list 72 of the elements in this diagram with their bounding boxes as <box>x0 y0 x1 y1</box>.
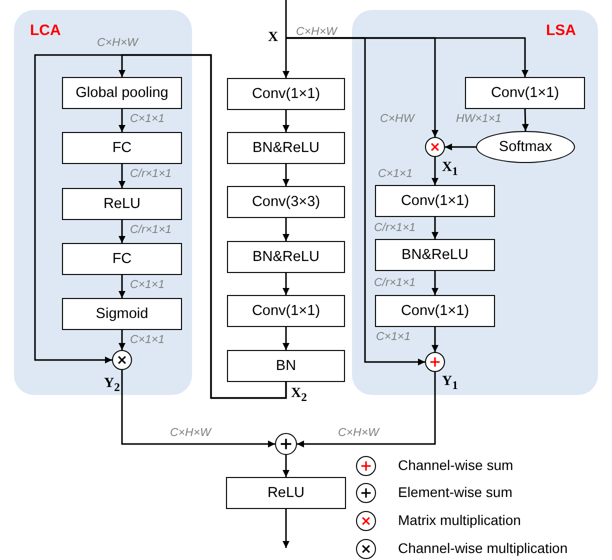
arrow <box>522 108 529 132</box>
layer-box: ReLU <box>62 188 182 220</box>
layer-box: Sigmoid <box>62 298 182 330</box>
tensor-shape-label: HW×1×1 <box>456 113 502 125</box>
arrow <box>282 509 290 548</box>
arrow <box>282 164 290 186</box>
layer-box: BN&ReLU <box>227 132 345 164</box>
output-symbol: Y$_{2}$ <box>104 376 120 394</box>
arrow <box>445 144 476 150</box>
tensor-shape-label: C×H×W <box>170 427 211 439</box>
arrow <box>282 273 290 295</box>
arrow <box>297 372 436 448</box>
layer-box: ReLU <box>226 477 346 509</box>
legend-text: Channel-wise multiplication <box>398 540 568 556</box>
cross-circle <box>425 137 445 157</box>
output-symbol: X$_{2}$ <box>291 386 307 404</box>
arrow <box>118 164 126 188</box>
output-symbol: Y$_{1}$ <box>442 374 458 392</box>
arrow <box>282 110 290 132</box>
legend-text: Element-wise sum <box>398 484 512 500</box>
layer-box: Conv(1×1) <box>227 78 345 110</box>
layer-box: BN&ReLU <box>375 239 495 271</box>
plus-circle <box>425 352 445 372</box>
arrow <box>432 217 438 239</box>
arrow <box>34 54 287 399</box>
arrow <box>286 37 425 366</box>
plus-circle <box>275 433 297 455</box>
layer-box: Global pooling <box>62 77 182 109</box>
cross-circle <box>112 350 132 370</box>
arrow <box>121 370 275 448</box>
arrow <box>118 220 126 243</box>
layer-box: FC <box>62 243 182 275</box>
arrow <box>118 275 126 298</box>
tensor-shape-label: C×HW <box>380 113 414 125</box>
arrow <box>118 330 126 350</box>
tensor-shape-label: C×1×1 <box>378 168 413 180</box>
tensor-shape-label: C×1×1 <box>376 331 411 343</box>
layer-box: Conv(1×1) <box>375 185 495 217</box>
tensor-shape-label: C×1×1 <box>130 334 165 346</box>
tensor-shape-label: C/r×1×1 <box>130 168 172 180</box>
arrow <box>282 218 290 241</box>
arrow <box>432 327 438 352</box>
arrow <box>118 109 126 132</box>
module-title: LSA <box>546 22 576 39</box>
legend-text: Channel-wise sum <box>398 457 514 473</box>
layer-box: Conv(3×3) <box>227 186 345 218</box>
arrow <box>282 0 290 78</box>
arrow <box>282 455 290 477</box>
module-panel <box>14 10 192 395</box>
legend-text: Matrix multiplication <box>398 512 521 528</box>
layer-box: Conv(1×1) <box>227 295 345 327</box>
tensor-shape-label: C×1×1 <box>130 279 165 291</box>
module-title: LCA <box>30 22 61 39</box>
layer-box: BN <box>227 350 345 382</box>
arrow <box>282 327 290 350</box>
arrow <box>432 271 438 295</box>
output-symbol: X$_{1}$ <box>442 160 458 178</box>
arrow <box>432 157 438 185</box>
layer-box: Conv(1×1) <box>465 77 585 109</box>
tensor-shape-label: C/r×1×1 <box>374 277 416 289</box>
softmax-ellipse: Softmax <box>476 131 575 163</box>
tensor-shape-label: C/r×1×1 <box>130 224 172 236</box>
tensor-shape-label: C×H×W <box>97 37 138 49</box>
tensor-shape-label: C×H×W <box>296 26 337 38</box>
layer-box: FC <box>62 132 182 164</box>
tensor-shape-label: C×1×1 <box>130 113 165 125</box>
layer-box: Conv(1×1) <box>375 295 495 327</box>
tensor-shape-label: C/r×1×1 <box>374 222 416 234</box>
tensor-shape-label: C×H×W <box>338 427 379 439</box>
input-symbol: X <box>268 28 286 48</box>
module-panel <box>352 10 598 395</box>
layer-box: BN&ReLU <box>227 241 345 273</box>
